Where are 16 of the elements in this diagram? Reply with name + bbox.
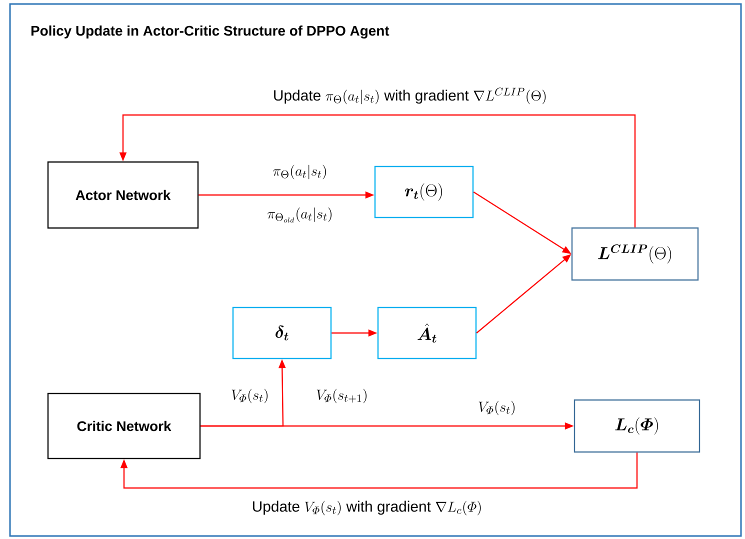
edge-label: $\pi_{\Theta}(a_t|s_t)$	[272, 164, 328, 180]
formula-label: $V_{\varPhi}(s_{t+1})$	[315, 388, 369, 404]
edge-label: $V_{\varPhi}(s_t)$	[477, 400, 517, 416]
arrow	[120, 452, 638, 489]
edge-label: $\text{Update } \pi_{\Theta}(a_t|s_t) \text{ with gradient } \nabla L^{CLIP}(\Theta)$	[272, 86, 548, 106]
formula-box: $\bm{L_c}(\bm{\varPhi})$	[574, 399, 700, 453]
formula-box: $\bm{\delta_t}$	[232, 306, 332, 360]
formula-box: $\bm{r_t}(\Theta)$	[374, 166, 474, 218]
formula-box: $\bm{\hat{A}_t}$	[377, 306, 477, 360]
formula-box: $\bm{L^{CLIP}}(\Theta)$	[571, 227, 699, 281]
edge-label: $\text{Update } V_{\varPhi}(s_t) \text{ with gradient } \nabla L_c(\varPhi)$	[250, 500, 484, 516]
network-box: Critic Network	[47, 392, 201, 460]
title: Policy Update in Actor-Critic Structure of DPPO Agent	[31, 25, 390, 39]
formula-label: $\pi_{\Theta_{old}}(a_t|s_t)$	[266, 206, 334, 224]
edge-label: $V_{\varPhi}(s_t)$	[230, 388, 270, 404]
network-box: Actor Network	[47, 161, 199, 229]
